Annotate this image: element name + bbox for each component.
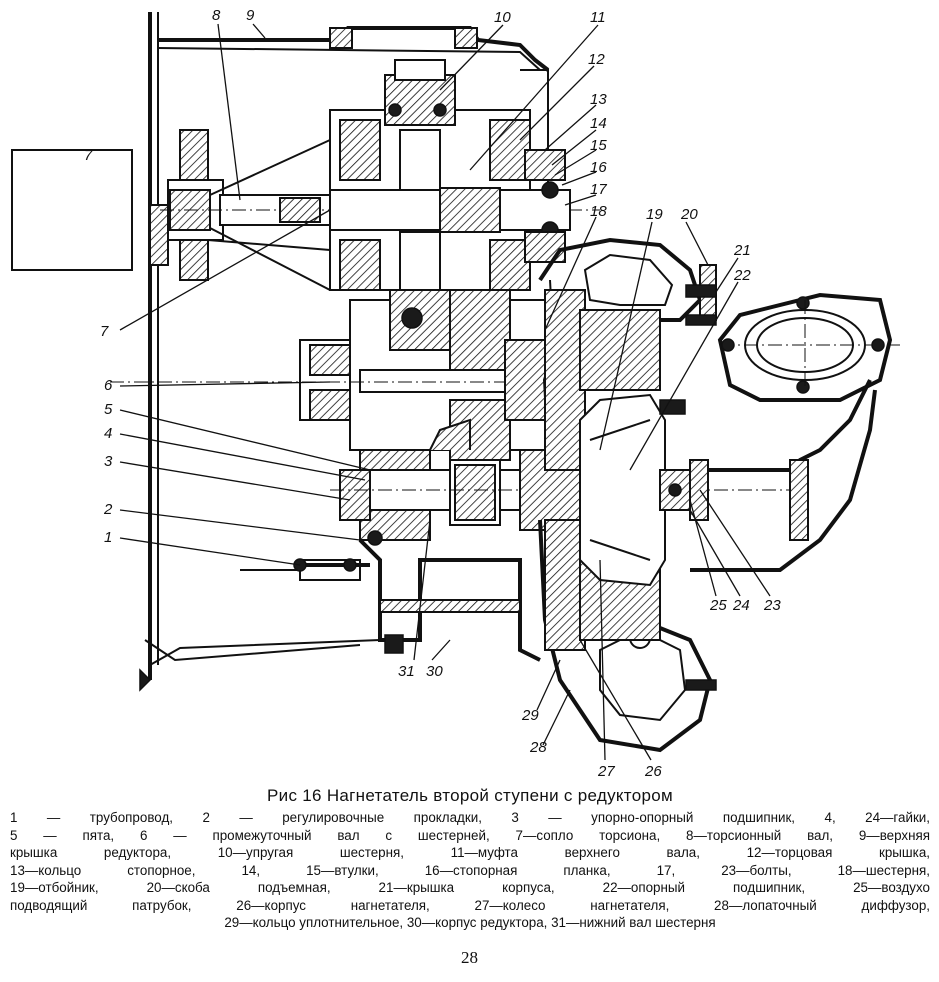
caption-title: Рис 16 Нагнетатель второй ступени с реду…	[267, 786, 673, 805]
page-number: 28	[461, 948, 478, 967]
figure-caption: Рис 16 Нагнетатель второй ступени с реду…	[10, 786, 930, 932]
callout-20: 20	[680, 206, 698, 223]
callout-7-upper: 7	[84, 147, 93, 164]
callout-1: 1	[104, 529, 112, 546]
callout-numbers: 8 9 10 11 12 13 14 15 16 17 18 19 20 21 …	[84, 7, 781, 780]
callout-5: 5	[104, 401, 113, 418]
callout-21: 21	[733, 242, 751, 259]
gearbox-supercharger-drawing: 8 9 10 11 12 13 14 15 16 17 18 19 20 21 …	[11, 7, 900, 780]
legend-line: подводящий патрубок, 26—корпус нагнетате…	[10, 897, 930, 913]
callout-6: 6	[104, 377, 113, 394]
callout-9: 9	[246, 7, 255, 24]
callout-26: 26	[644, 763, 662, 780]
legend-line: 5 — пята, 6 — промежуточный вал с шестер…	[10, 827, 930, 843]
upper-shaft-assembly	[329, 59, 571, 293]
callout-30: 30	[426, 663, 443, 680]
callout-16: 16	[590, 159, 607, 176]
callout-28: 28	[529, 739, 547, 756]
callout-7-lower: 7	[100, 323, 109, 340]
callout-8: 8	[212, 7, 221, 24]
pipeline-tube	[293, 558, 370, 572]
callout-18: 18	[590, 203, 607, 220]
air-inlet-duct	[689, 379, 877, 572]
callout-22: 22	[733, 267, 751, 284]
callout-29: 29	[521, 707, 539, 724]
legend-line: 19—отбойник, 20—скоба подъемная, 21—крыш…	[10, 880, 930, 895]
callout-leaders	[119, 23, 771, 761]
callout-2: 2	[103, 501, 113, 518]
gearbox-housing	[240, 538, 541, 662]
legend-line: 29—кольцо уплотнительное, 30—корпус реду…	[224, 915, 716, 930]
legend-line: крышка редуктора, 10—упругая шестерня, 1…	[10, 845, 930, 860]
callout-23: 23	[763, 597, 781, 614]
outlet-flange	[717, 292, 900, 402]
legend-line: 1 — трубопровод, 2 — регулировочные прок…	[10, 810, 930, 825]
callout-14: 14	[590, 115, 607, 132]
callout-12: 12	[588, 51, 605, 68]
callout-10: 10	[494, 9, 511, 26]
callout-31: 31	[398, 663, 415, 680]
intermediate-shaft	[110, 289, 560, 461]
callout-19: 19	[646, 206, 663, 223]
callout-15: 15	[590, 137, 607, 154]
callout-11: 11	[590, 9, 606, 26]
callout-3: 3	[104, 453, 113, 470]
legend-line: 13—кольцо стопорное, 14, 15—втулки, 16—с…	[10, 862, 930, 878]
callout-13: 13	[590, 91, 607, 108]
callout-4: 4	[104, 425, 112, 442]
callout-17: 17	[590, 181, 607, 198]
callout-25: 25	[709, 597, 727, 614]
callout-27: 27	[597, 763, 615, 780]
supercharger-impeller	[579, 393, 691, 587]
callout-24: 24	[732, 597, 750, 614]
